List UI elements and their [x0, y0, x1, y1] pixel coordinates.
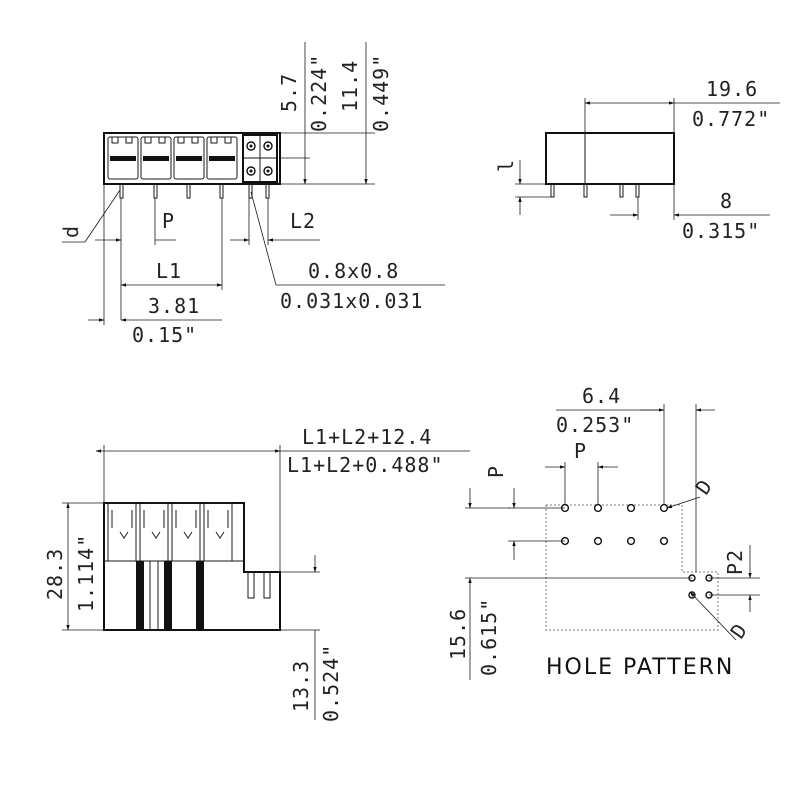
dim-1-114: 1.114" — [74, 534, 98, 612]
pins — [119, 183, 270, 199]
connector-body-side — [545, 132, 675, 185]
connector-body-top — [103, 502, 281, 631]
top-view: L1+L2+12.4 L1+L2+0.488" 28.3 1.114" 13.3… — [43, 425, 470, 722]
dim-0-315: 0.315" — [682, 219, 760, 243]
hole-pattern-title: HOLE PATTERN — [546, 655, 734, 680]
holes — [560, 503, 713, 599]
dim-5-7: 5.7 — [277, 73, 301, 112]
dim-6-4: 6.4 — [582, 384, 621, 408]
label-L1: L1 — [156, 259, 182, 283]
label-l: l — [494, 159, 518, 172]
side-view: 19.6 0.772" l 8 0.315" — [494, 77, 780, 243]
label-P: P — [162, 209, 175, 233]
dim-19-6: 19.6 — [706, 77, 758, 101]
label-L2: L2 — [290, 209, 316, 233]
dim-pin-mm: 0.8x0.8 — [308, 259, 399, 283]
label-P2: P2 — [723, 549, 747, 575]
dim-15-6: 15.6 — [446, 608, 470, 660]
dim-pin-in: 0.031x0.031 — [280, 289, 423, 313]
front-view: 5.7 0.224" 11.4 0.449" d P L2 L1 0.8x0.8… — [59, 42, 445, 347]
label-D-top: D — [690, 474, 717, 498]
hole-pattern: 6.4 0.253" P P D P2 D 15.6 0.615" HOLE — [446, 384, 760, 680]
header-pin-block — [242, 134, 278, 183]
dim-0-224: 0.224" — [307, 54, 331, 132]
dim-0-449: 0.449" — [369, 54, 393, 132]
dim-top-in: L1+L2+0.488" — [287, 453, 444, 477]
dim-top-mm: L1+L2+12.4 — [302, 425, 432, 449]
label-D-bottom: D — [725, 618, 752, 642]
dim-0-524: 0.524" — [319, 644, 343, 722]
pattern-outline — [545, 504, 719, 631]
label-P-side: P — [484, 465, 508, 478]
label-d: d — [59, 225, 83, 238]
dim-0-772: 0.772" — [692, 107, 770, 131]
dim-0-15: 0.15" — [132, 323, 197, 347]
dim-28-3: 28.3 — [43, 548, 67, 600]
dim-8: 8 — [720, 189, 733, 213]
dim-11-4: 11.4 — [338, 60, 362, 112]
clamp-modules — [104, 502, 244, 562]
dim-13-3: 13.3 — [289, 660, 313, 712]
dim-3-81: 3.81 — [148, 294, 200, 318]
dim-0-253: 0.253" — [556, 413, 634, 437]
terminal-cells — [107, 136, 238, 180]
dim-0-615: 0.615" — [477, 598, 501, 676]
label-P-top: P — [574, 439, 587, 463]
